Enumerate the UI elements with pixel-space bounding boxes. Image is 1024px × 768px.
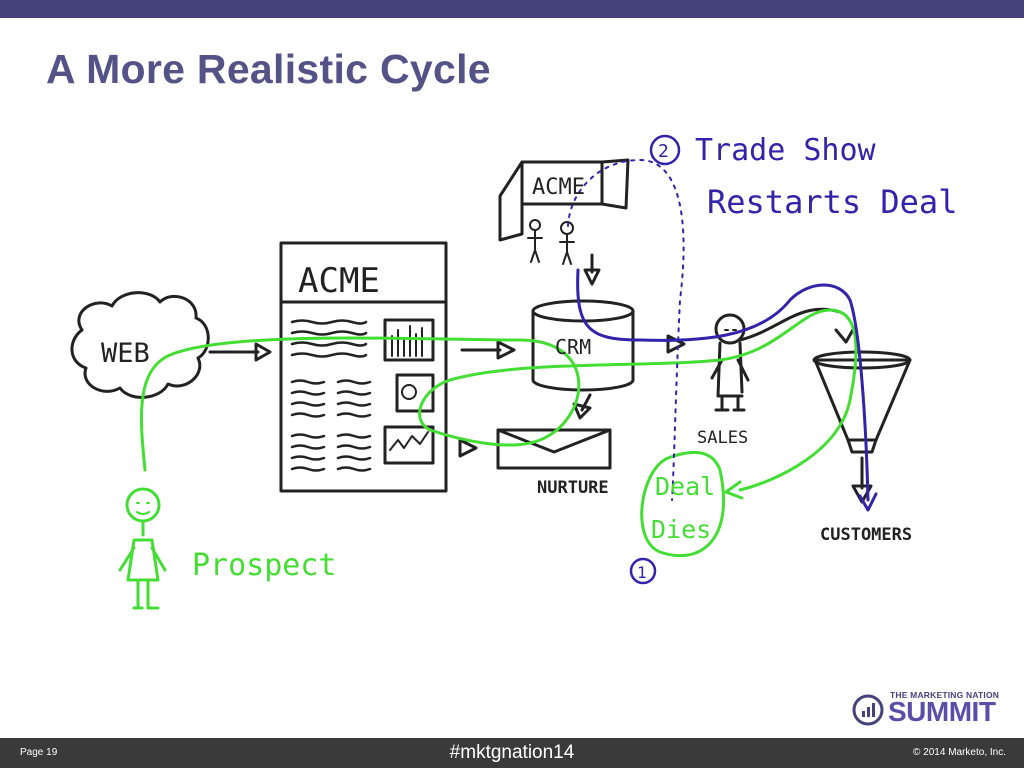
marker-1-label: 1 (637, 563, 647, 582)
logo-wordmark: SUMMIT (888, 696, 996, 727)
deal-dies-line1: Deal (655, 472, 715, 501)
web-label: WEB (101, 338, 150, 369)
deal-dies-line2: Dies (651, 515, 711, 544)
footer-hashtag: #mktgnation14 (449, 742, 575, 763)
page-number: Page 19 (20, 747, 58, 758)
copyright: © 2014 Marketo, Inc. (913, 747, 1006, 758)
crm-label: CRM (555, 335, 591, 359)
nurture-email (496, 428, 612, 470)
restart-dotted-path (567, 159, 685, 501)
restart-deal-path (576, 268, 870, 502)
website-line-chart-image (383, 425, 435, 465)
marker-1-circle (629, 557, 657, 585)
website-text-lines (290, 319, 372, 472)
marker-2-circle (649, 134, 681, 166)
logo-tagline: THE MARKETING NATION (890, 690, 1000, 700)
prospect-label: Prospect (192, 548, 337, 583)
sales-person (710, 313, 750, 412)
trade-show-booth (498, 158, 630, 265)
slide-title: A More Realistic Cycle (46, 46, 491, 92)
deal-dies-outline (640, 450, 726, 558)
acme-booth-label: ACME (532, 175, 585, 200)
summit-logo: THE MARKETING NATION SUMMIT (852, 690, 1012, 730)
sales-label: SALES (697, 428, 748, 448)
web-cloud (70, 291, 210, 399)
website-face-image (395, 373, 435, 413)
marker-2-label: 2 (658, 141, 669, 162)
top-bar (0, 0, 1024, 18)
acme-site-label: ACME (298, 261, 380, 301)
customers-label: CUSTOMERS (820, 525, 912, 545)
prospect-journey-path (139, 308, 858, 492)
footer-bar: Page 19 #mktgnation14 © 2014 Marketo, In… (0, 738, 1024, 768)
acme-website (279, 241, 448, 493)
restarts-deal-label: Restarts Deal (707, 183, 957, 221)
trade-show-label: Trade Show (695, 133, 877, 168)
summit-logo-icon (852, 694, 884, 726)
prospect-person (118, 487, 167, 610)
nurture-label: NURTURE (537, 478, 609, 498)
